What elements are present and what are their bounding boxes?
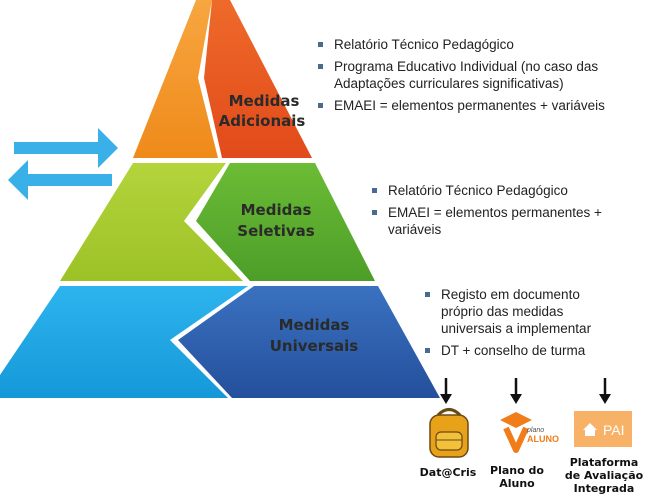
tier-label-seletivas-2: Seletivas — [237, 222, 315, 240]
pai-logo: PAI — [574, 411, 632, 447]
list-item: DT + conselho de turma — [425, 342, 615, 359]
svg-text:ALUNO: ALUNO — [527, 434, 559, 444]
svg-text:plano: plano — [526, 427, 544, 434]
tier-adicionais-right — [204, 0, 312, 158]
list-item: Relatório Técnico Pedagógico — [318, 36, 648, 53]
tool-label-pai: Plataforma de Avaliação Integrada — [564, 456, 644, 495]
down-arrow-icon — [440, 378, 611, 404]
backpack-icon — [429, 408, 469, 458]
tier-label-seletivas-1: Medidas — [241, 201, 312, 219]
list-item: Registo em documento próprio das medidas… — [425, 286, 615, 337]
arrow-left-icon — [8, 160, 112, 200]
list-universais: Registo em documento próprio das medidas… — [425, 286, 615, 364]
tool-label-datacris: Dat@Cris — [419, 466, 477, 479]
tier-universais-left — [0, 286, 248, 398]
arrow-right-icon — [14, 128, 118, 168]
list-item: Relatório Técnico Pedagógico — [372, 182, 647, 199]
list-item: EMAEI = elementos permanentes + variávei… — [318, 97, 648, 114]
list-item: Programa Educativo Individual (no caso d… — [318, 58, 648, 92]
list-adicionais: Relatório Técnico Pedagógico Programa Ed… — [318, 36, 648, 119]
tool-label-plano-aluno: Plano do Aluno — [490, 464, 544, 490]
tier-label-universais-2: Universais — [270, 337, 359, 355]
plano-aluno-logo: plano ALUNO — [500, 412, 559, 453]
tier-label-universais-1: Medidas — [279, 316, 350, 334]
list-item: EMAEI = elementos permanentes + variávei… — [372, 204, 647, 238]
svg-text:PAI: PAI — [603, 422, 625, 438]
tier-seletivas-right — [196, 163, 375, 281]
tier-label-adicionais-1: Medidas — [229, 92, 300, 110]
tier-universais-right — [178, 286, 440, 398]
tier-label-adicionais-2: Adicionais — [219, 112, 306, 130]
tier-seletivas-left — [60, 163, 243, 281]
tier-adicionais-left — [133, 0, 218, 158]
list-seletivas: Relatório Técnico Pedagógico EMAEI = ele… — [372, 182, 647, 243]
